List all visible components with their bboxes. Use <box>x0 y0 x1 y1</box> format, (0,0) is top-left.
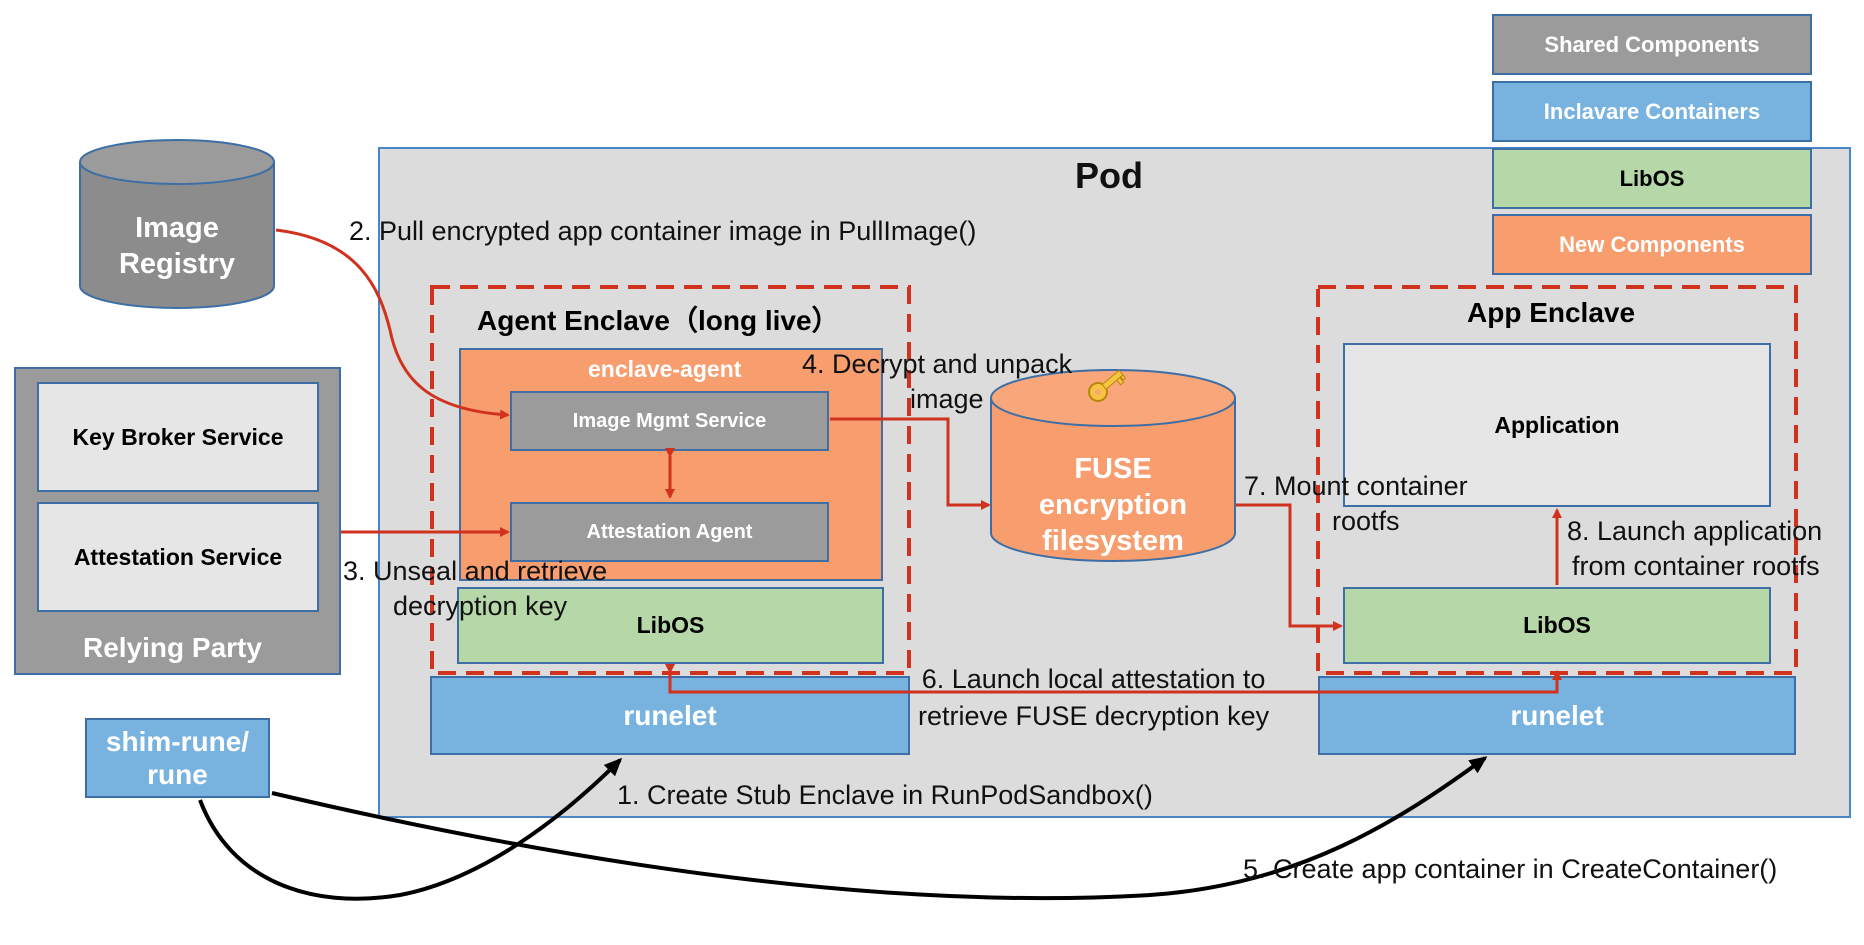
image-mgmt-label: Image Mgmt Service <box>572 409 767 432</box>
attestation-service: Attestation Service <box>37 502 319 612</box>
arrow-step1 <box>198 757 623 901</box>
application-box: Application <box>1343 343 1771 507</box>
step8-line2: from container rootfs <box>1572 551 1820 581</box>
app-enclave-title: App Enclave <box>1467 297 1636 328</box>
legend-inclavare-containers: Inclavare Containers <box>1492 81 1812 142</box>
step3-line2: decryption key <box>393 591 568 621</box>
key-broker-service: Key Broker Service <box>37 382 319 492</box>
agent-runelet-label: runelet <box>623 699 717 731</box>
agent-enclave-title: Agent Enclave（long live） <box>477 305 840 336</box>
image-registry-line2: Registry <box>118 248 236 280</box>
app-libos-label: LibOS <box>1523 612 1591 638</box>
pod-title: Pod <box>1075 155 1143 196</box>
fuse-line1: FUSE <box>1074 453 1152 485</box>
step6-line2: retrieve FUSE decryption key <box>918 701 1270 731</box>
arrow-step6 <box>665 664 1562 694</box>
step7-label: 7. Mount container rootfs <box>1244 469 1468 539</box>
fuse-label: FUSE encryption filesystem <box>1005 451 1221 559</box>
step8-label: 8. Launch application from container roo… <box>1567 514 1822 584</box>
image-mgmt-service: Image Mgmt Service <box>510 391 829 451</box>
application-label: Application <box>1494 411 1620 438</box>
shim-rune-line2: rune <box>147 759 208 790</box>
legend-new-components: New Components <box>1492 214 1812 275</box>
app-libos: LibOS <box>1343 587 1771 664</box>
step7-line2: rootfs <box>1332 506 1400 536</box>
app-runelet-label: runelet <box>1510 699 1604 731</box>
enclave-agent-label: enclave-agent <box>588 356 742 382</box>
shim-rune-line1: shim-rune/ <box>105 726 250 757</box>
legend-shared-label: Shared Components <box>1544 31 1760 57</box>
step8-line1: 8. Launch application <box>1567 516 1823 546</box>
image-registry-cylinder <box>79 139 275 309</box>
image-registry-line1: Image <box>135 212 219 244</box>
step4-line1: 4. Decrypt and unpack <box>802 349 1073 379</box>
arrow-step2 <box>275 228 510 420</box>
attestation-service-label: Attestation Service <box>73 543 283 570</box>
key-icon <box>1088 369 1127 402</box>
step7-line1: 7. Mount container <box>1244 471 1468 501</box>
step6-line1: 6. Launch local attestation to <box>921 664 1266 694</box>
step5-label: 5. Create app container in CreateContain… <box>1243 854 1778 884</box>
arrow-step4 <box>830 417 991 510</box>
arrow-step7 <box>1236 503 1343 631</box>
fuse-line2: encryption <box>1038 489 1188 521</box>
image-registry-label: Image Registry <box>100 210 254 282</box>
step3-label: 3. Unseal and retrieve decryption key <box>343 554 607 624</box>
attestation-agent: Attestation Agent <box>510 502 829 562</box>
legend-libos: LibOS <box>1492 148 1812 209</box>
arrow-step5 <box>271 756 1488 901</box>
step1-label: 1. Create Stub Enclave in RunPodSandbox(… <box>617 780 1153 810</box>
agent-libos-label: LibOS <box>636 612 705 638</box>
key-broker-label: Key Broker Service <box>72 423 284 450</box>
legend-inclavare-label: Inclavare Containers <box>1543 98 1761 124</box>
legend-shared-components: Shared Components <box>1492 14 1812 75</box>
legend-libos-label: LibOS <box>1619 165 1685 191</box>
agent-libos: LibOS <box>457 587 884 664</box>
step4-line2: image <box>910 384 984 414</box>
step4-label: 4. Decrypt and unpack image <box>802 347 1072 417</box>
shim-rune: shim-rune/ rune <box>85 718 270 798</box>
step6-label: 6. Launch local attestation to retrieve … <box>918 661 1269 735</box>
relying-party-title: Relying Party <box>83 632 262 663</box>
fuse-cylinder <box>990 369 1236 562</box>
fuse-line3: filesystem <box>1042 525 1184 557</box>
step2-label: 2. Pull encrypted app container image in… <box>349 216 977 246</box>
step3-line1: 3. Unseal and retrieve <box>343 556 608 586</box>
legend-new-label: New Components <box>1559 231 1745 257</box>
attestation-agent-label: Attestation Agent <box>586 520 753 543</box>
